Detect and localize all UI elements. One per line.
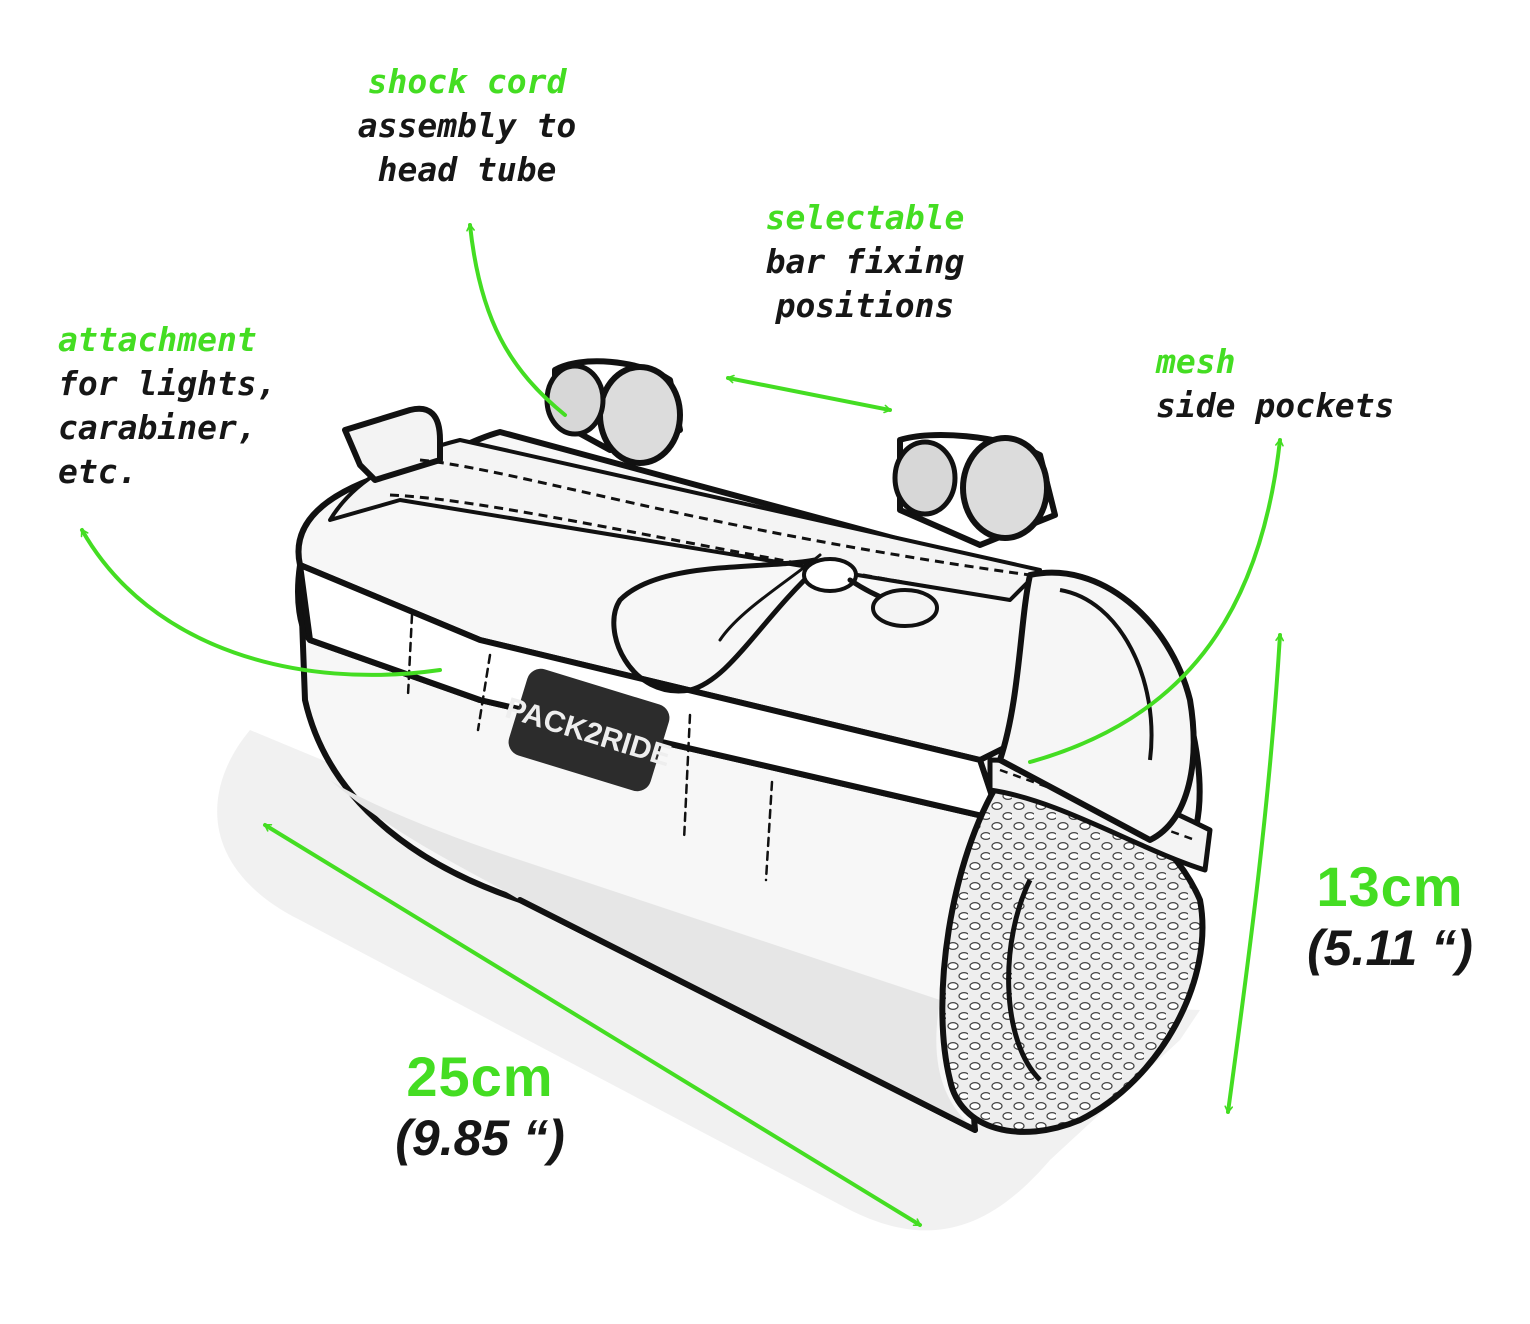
side-pocket (997, 569, 1197, 843)
callout-selectable-line-2: positions (775, 286, 955, 325)
callout-shock-cord-line-1: assembly to (357, 106, 577, 145)
arrow-selectable (726, 374, 892, 414)
callout-selectable-highlight: selectable (765, 198, 965, 237)
attachment-tab (342, 405, 443, 483)
callout-mesh-highlight: mesh (1156, 342, 1236, 381)
callout-attachment: attachment for lights, carabiner, etc. (58, 318, 277, 494)
arrow-attachment (80, 528, 442, 677)
callout-arrows (80, 223, 1285, 1227)
arrow-height-dimension (1224, 633, 1285, 1114)
dimension-length-metric: 25cm (406, 1045, 554, 1108)
callout-attachment-line-2: carabiner, (58, 408, 257, 447)
shock-cord (611, 553, 939, 694)
callout-attachment-highlight: attachment (58, 320, 257, 359)
bar-mount-right (892, 432, 1058, 548)
arrow-shock-cord (466, 223, 567, 417)
callout-shock-cord: shock cord assembly to head tube (322, 60, 612, 192)
callout-shock-cord-line-2: head tube (377, 150, 557, 189)
dimension-height-imperial: (5.11 “) (1307, 920, 1473, 976)
callout-mesh-line-1: side pockets (1156, 386, 1395, 425)
callout-shock-cord-highlight: shock cord (367, 62, 567, 101)
dimension-length-imperial: (9.85 “) (395, 1110, 565, 1166)
callout-selectable-line-1: bar fixing (765, 242, 965, 281)
arrow-mesh (1028, 438, 1284, 764)
callout-attachment-line-1: for lights, (58, 364, 277, 403)
dimension-length: 25cm (9.85 “) (350, 1045, 610, 1167)
zipper (389, 458, 1031, 602)
dimension-height-metric: 13cm (1316, 855, 1464, 918)
dimension-height: 13cm (5.11 “) (1280, 855, 1500, 977)
callout-attachment-line-3: etc. (58, 452, 138, 491)
callout-mesh: mesh side pockets (1156, 340, 1394, 428)
arrow-length-dimension (263, 823, 922, 1227)
bar-mount-left (544, 358, 683, 466)
callout-selectable: selectable bar fixing positions (730, 196, 1000, 328)
